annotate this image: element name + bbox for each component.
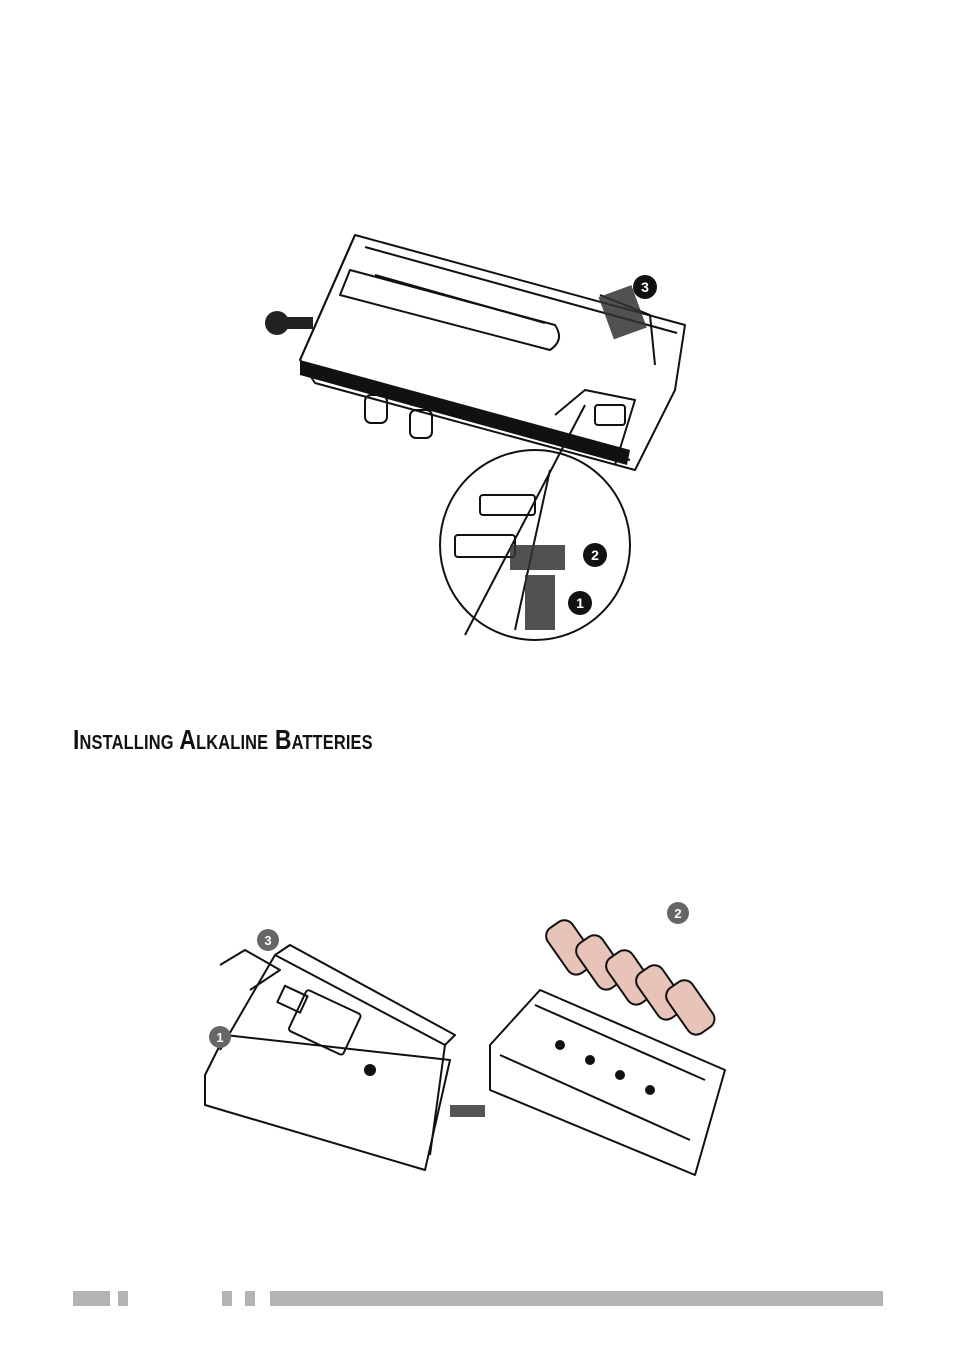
footer-bar-1: [73, 1291, 110, 1306]
callout-1: 1: [576, 595, 584, 611]
footer-bar-3: [222, 1291, 232, 1306]
footer-bar-4: [245, 1291, 255, 1306]
callout-3: 3: [264, 933, 271, 948]
section-title: Installing Alkaline Batteries: [73, 722, 373, 758]
alkaline-battery-installation-illustration: 1 2 3: [190, 895, 770, 1190]
battery-pack-removal-illustration: 1 2 3: [255, 215, 705, 655]
callout-2: 2: [674, 906, 681, 921]
callout-3: 3: [641, 279, 649, 295]
footer-bar-2: [118, 1291, 128, 1306]
callout-1: 1: [216, 1030, 223, 1045]
callout-2: 2: [591, 547, 599, 563]
footer-bar-5: [270, 1291, 883, 1306]
